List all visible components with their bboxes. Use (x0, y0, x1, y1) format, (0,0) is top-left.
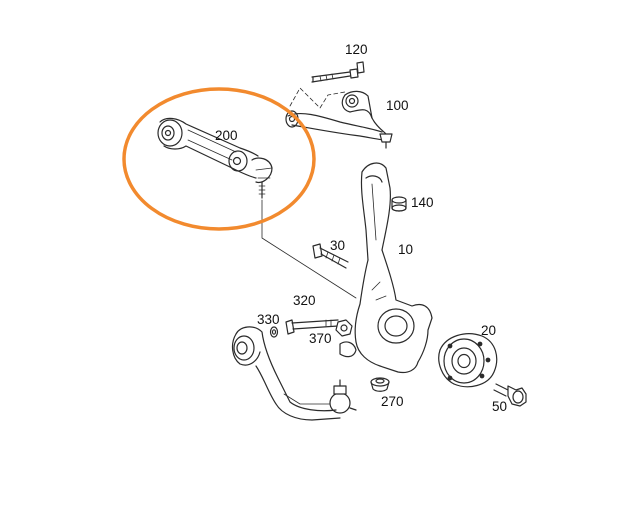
label-320: 320 (293, 293, 316, 308)
part-320-bolt[interactable] (285, 319, 339, 335)
leader-200 (261, 199, 357, 299)
part-100-upper-arm[interactable] (285, 90, 393, 149)
part-200-tension-strut[interactable] (157, 117, 273, 199)
part-30-bolt[interactable] (312, 243, 349, 269)
label-330: 330 (257, 312, 280, 327)
label-50: 50 (492, 399, 508, 414)
label-100: 100 (386, 98, 409, 113)
part-10-steering-knuckle[interactable] (339, 162, 433, 374)
label-30: 30 (330, 238, 346, 253)
label-120: 120 (345, 42, 368, 57)
label-10: 10 (398, 242, 414, 257)
label-270: 270 (381, 394, 404, 409)
label-140: 140 (411, 195, 434, 210)
part-20-wheel-hub[interactable] (438, 333, 498, 388)
leader-120 (289, 87, 346, 109)
highlight-oval (122, 87, 316, 231)
lower-control-arm[interactable] (231, 326, 357, 421)
label-20: 20 (481, 323, 497, 338)
part-370-nut[interactable] (335, 319, 353, 337)
part-330-washer[interactable] (269, 326, 279, 338)
part-140-cap[interactable] (391, 196, 407, 212)
part-120-bolt[interactable] (311, 61, 365, 83)
label-200: 200 (215, 128, 238, 143)
part-50-bolt[interactable] (493, 383, 527, 407)
part-270-cap[interactable] (370, 377, 390, 392)
label-370: 370 (309, 331, 332, 346)
